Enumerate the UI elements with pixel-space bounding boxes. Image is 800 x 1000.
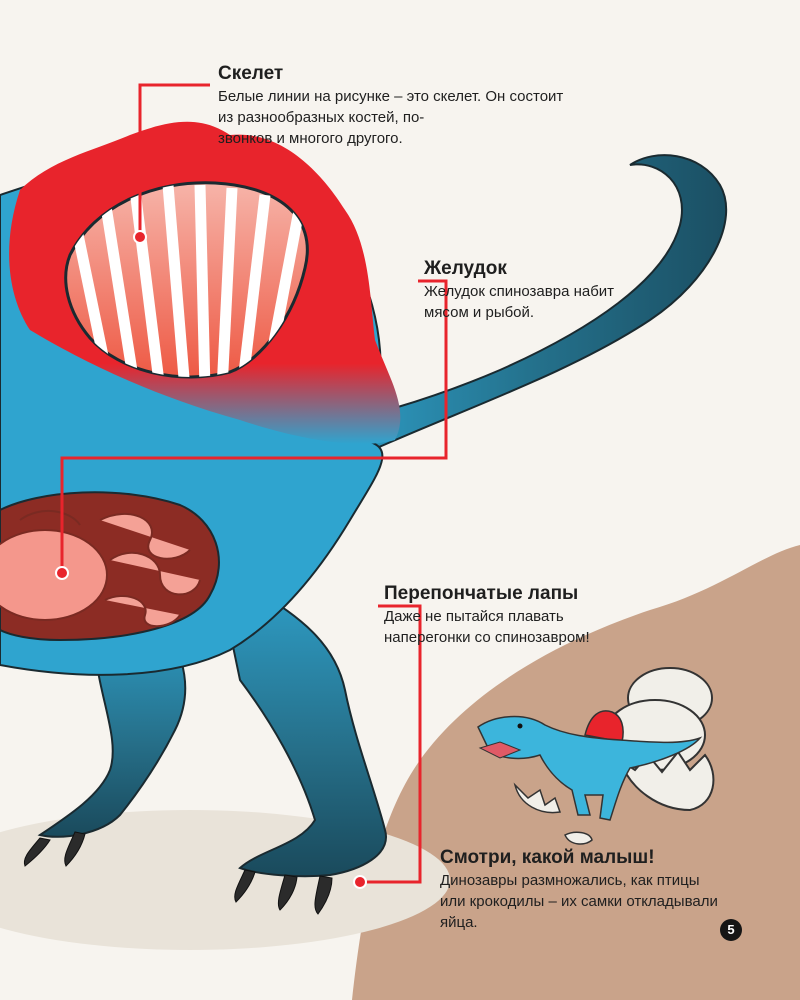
skeleton-leader [138,83,210,237]
leader-dots [55,230,367,889]
egg-shell [564,831,593,845]
callout-skeleton: Скелет Белые линии на рисунке – это скел… [218,62,598,149]
stomach-leader [60,279,448,573]
callout-webbed-feet-text: Даже не пытайся плавать наперегонки со с… [384,608,590,646]
back-leg [213,557,387,878]
callout-skeleton-text: Белые линии на рисунке – это скелет. Он … [218,88,564,147]
page-number: 5 [720,919,742,941]
egg-shell [513,782,562,814]
callout-stomach: Желудок Желудок спинозавра набит мясом и… [424,257,664,323]
broken-egg [618,750,715,812]
callout-webbed-feet: Перепончатые лапы Даже не пытайся плават… [384,582,644,648]
callout-stomach-text: Желудок спинозавра набит мясом и рыбой. [424,283,615,321]
baby-dinosaur-scene [477,667,715,845]
skeleton-dot [133,230,147,244]
callout-baby-title: Смотри, какой малыш! [440,847,655,868]
feet-leader [360,604,422,884]
stomach-dot [55,566,69,580]
callout-baby: Смотри, какой малыш! Динозавры размножал… [440,846,740,933]
stomach-organ [0,529,108,621]
baby-dinosaur [477,715,703,821]
callout-stomach-title: Желудок [424,258,507,279]
callout-skeleton-title: Скелет [218,63,284,84]
intestines [19,509,201,628]
claws [23,831,333,915]
callout-webbed-feet-title: Перепончатые лапы [384,583,579,604]
leader-lines [60,83,448,884]
callout-baby-text: Динозавры размножались, как птицы или кр… [440,872,718,931]
feet-dot [353,875,367,889]
